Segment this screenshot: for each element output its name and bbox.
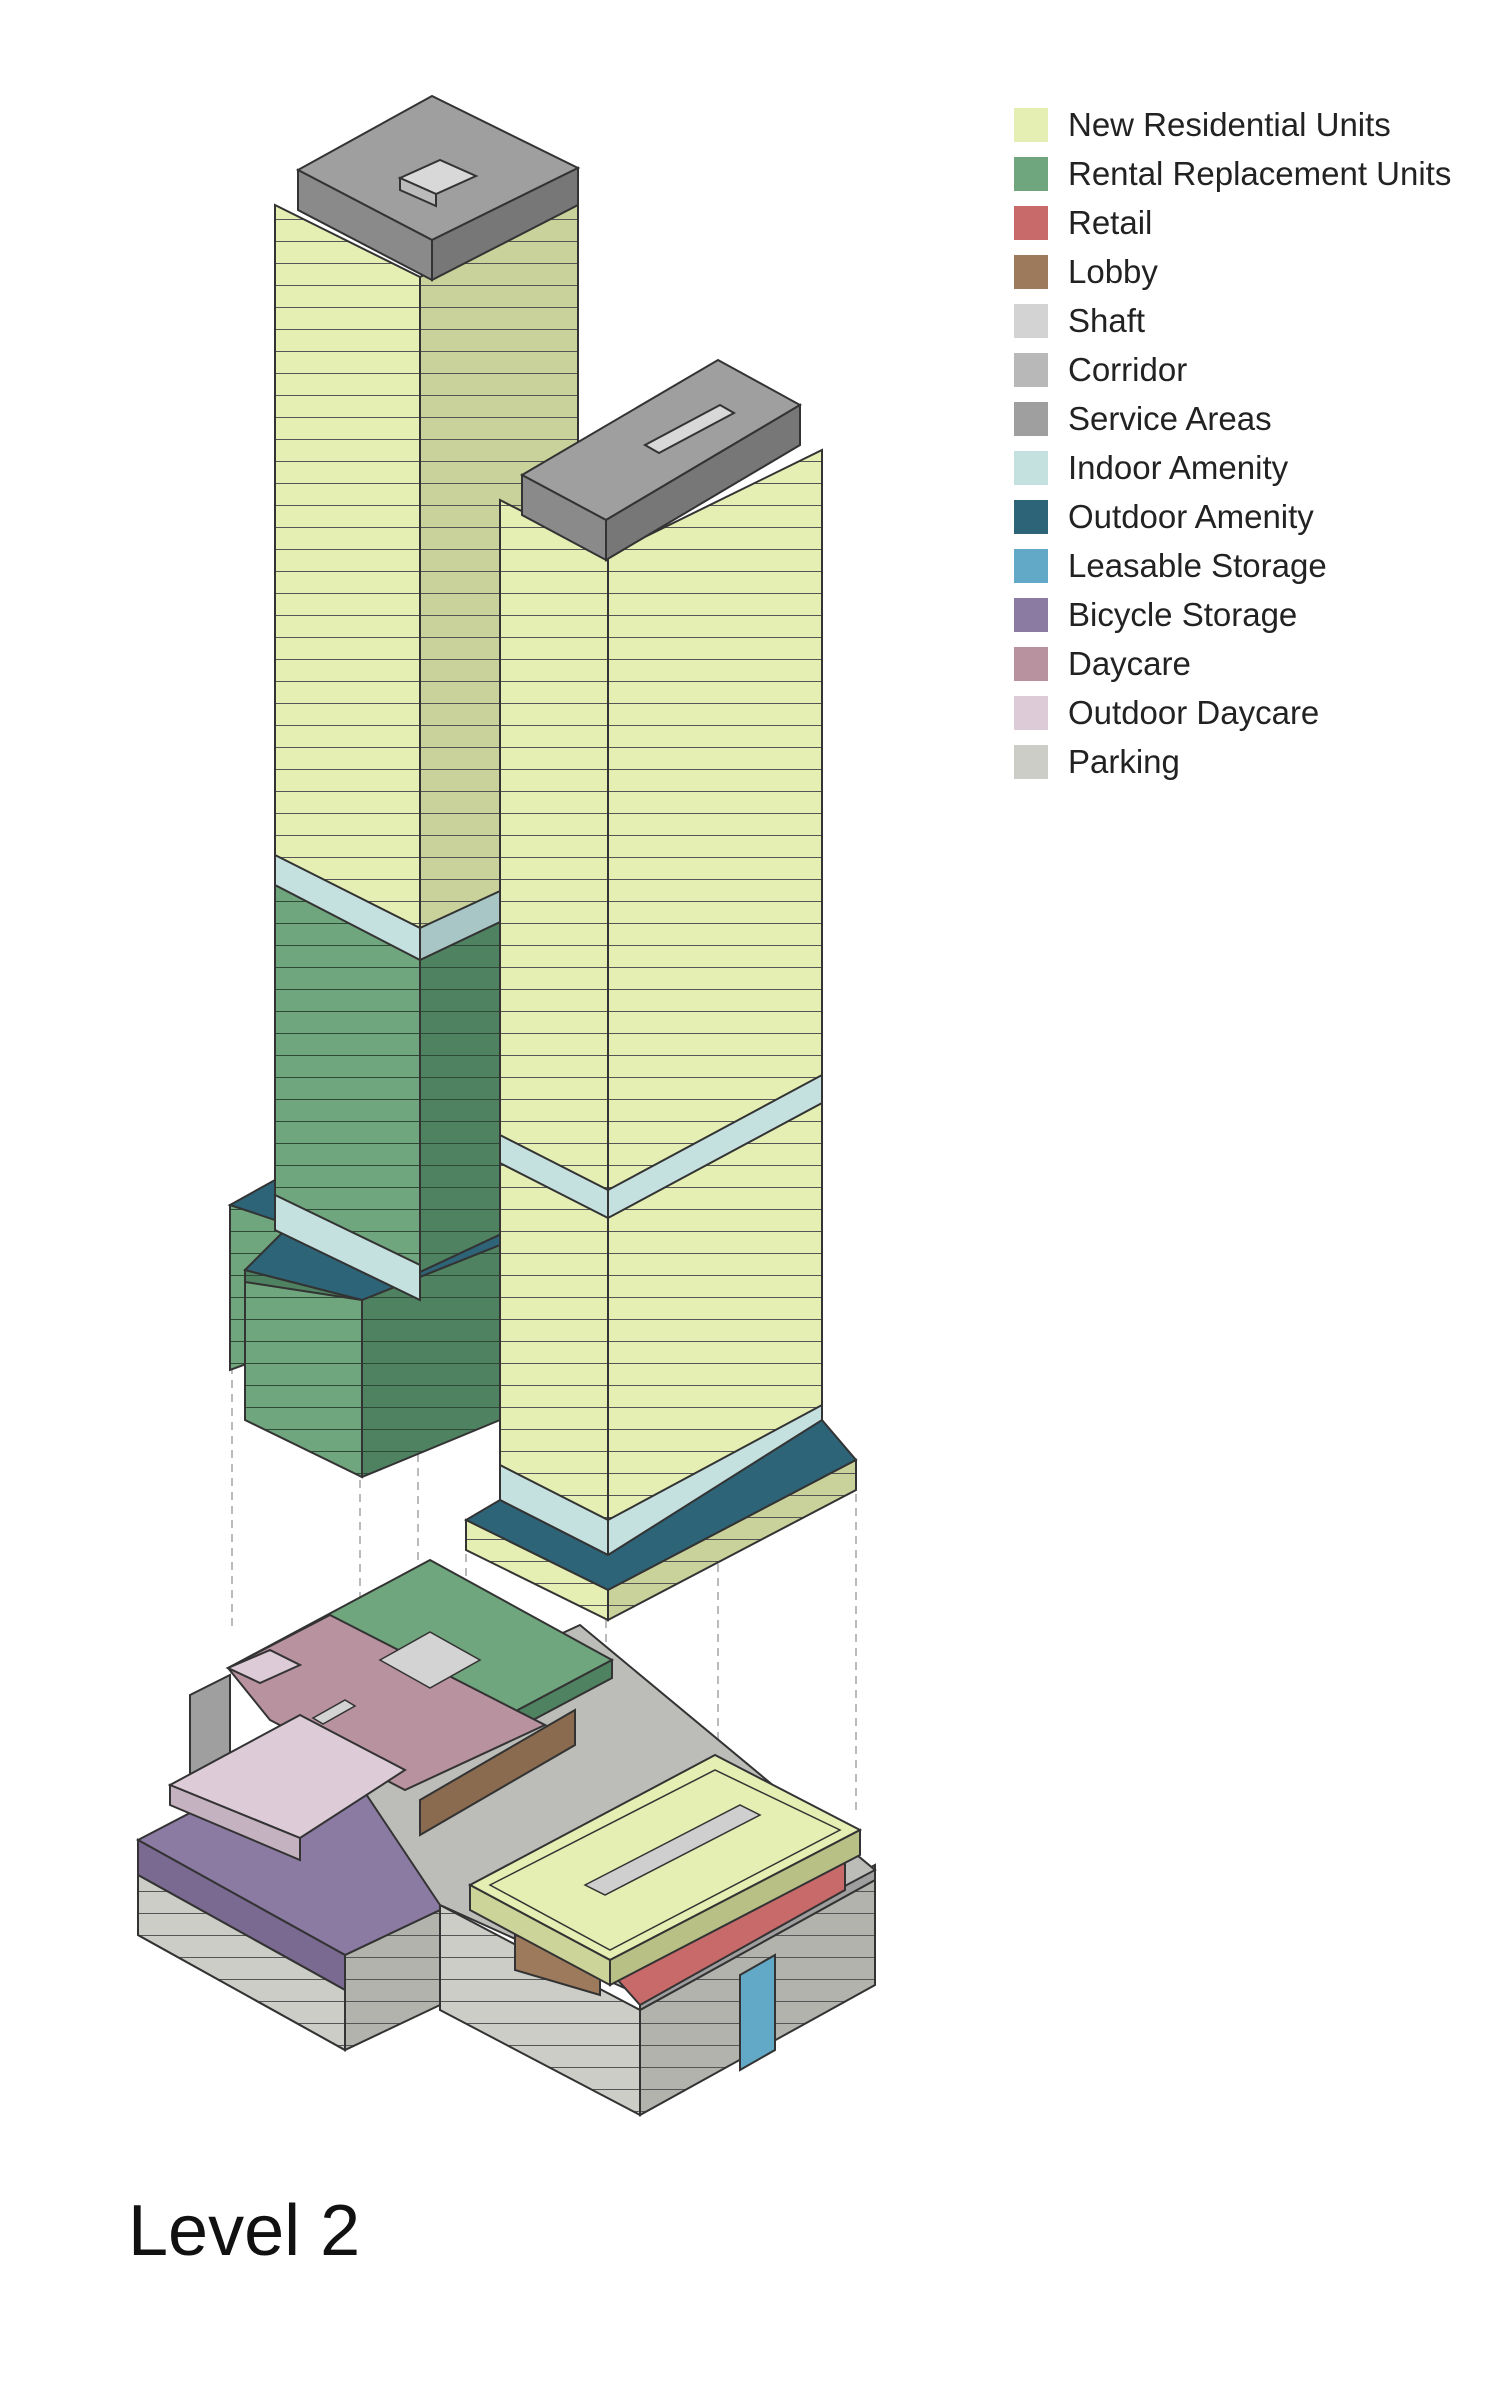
- podium: [135, 1558, 877, 2117]
- legend-item-bicycle-storage: Bicycle Storage: [1014, 590, 1484, 639]
- legend-swatch: [1014, 254, 1048, 289]
- legend-label: Outdoor Amenity: [1068, 497, 1314, 535]
- legend-swatch: [1014, 156, 1048, 191]
- legend-swatch: [1014, 450, 1048, 485]
- legend-item-corridor: Corridor: [1014, 345, 1484, 394]
- legend-swatch: [1014, 744, 1048, 779]
- legend-item-rental-replacement-units: Rental Replacement Units: [1014, 149, 1484, 198]
- legend-item-service-areas: Service Areas: [1014, 394, 1484, 443]
- legend-item-leasable-storage: Leasable Storage: [1014, 541, 1484, 590]
- legend-label: Parking: [1068, 742, 1180, 780]
- legend-item-daycare: Daycare: [1014, 639, 1484, 688]
- right-tall-tower: [499, 358, 823, 1557]
- legend-item-outdoor-daycare: Outdoor Daycare: [1014, 688, 1484, 737]
- legend-label: Corridor: [1068, 350, 1188, 388]
- level-title: Level 2: [128, 2191, 361, 2271]
- right-tower-base-plate: [463, 1418, 858, 1622]
- legend-swatch: [1014, 303, 1048, 338]
- legend-swatch: [1014, 548, 1048, 583]
- legend-label: Indoor Amenity: [1068, 448, 1289, 486]
- legend-item-shaft: Shaft: [1014, 296, 1484, 345]
- legend-swatch: [1014, 401, 1048, 436]
- legend-item-outdoor-amenity: Outdoor Amenity: [1014, 492, 1484, 541]
- legend-swatch: [1014, 695, 1048, 730]
- legend-item-retail: Retail: [1014, 198, 1484, 247]
- legend-swatch: [1014, 597, 1048, 632]
- legend-label: Service Areas: [1068, 399, 1272, 437]
- legend-label: Lobby: [1068, 252, 1158, 290]
- legend-label: Rental Replacement Units: [1068, 154, 1452, 192]
- legend-swatch: [1014, 646, 1048, 681]
- legend-swatch: [1014, 107, 1048, 142]
- legend-label: Shaft: [1068, 301, 1146, 339]
- legend-label: New Residential Units: [1068, 105, 1391, 143]
- legend-item-new-residential-units: New Residential Units: [1014, 100, 1484, 149]
- legend-item-parking: Parking: [1014, 737, 1484, 786]
- legend-label: Leasable Storage: [1068, 546, 1327, 584]
- legend-label: Retail: [1068, 203, 1153, 241]
- legend: New Residential Units Rental Replacement…: [1014, 100, 1484, 786]
- legend-label: Daycare: [1068, 644, 1191, 682]
- legend-swatch: [1014, 499, 1048, 534]
- legend-swatch: [1014, 205, 1048, 240]
- legend-label: Outdoor Daycare: [1068, 693, 1320, 731]
- legend-label: Bicycle Storage: [1068, 595, 1298, 633]
- legend-item-lobby: Lobby: [1014, 247, 1484, 296]
- legend-swatch: [1014, 352, 1048, 387]
- legend-item-indoor-amenity: Indoor Amenity: [1014, 443, 1484, 492]
